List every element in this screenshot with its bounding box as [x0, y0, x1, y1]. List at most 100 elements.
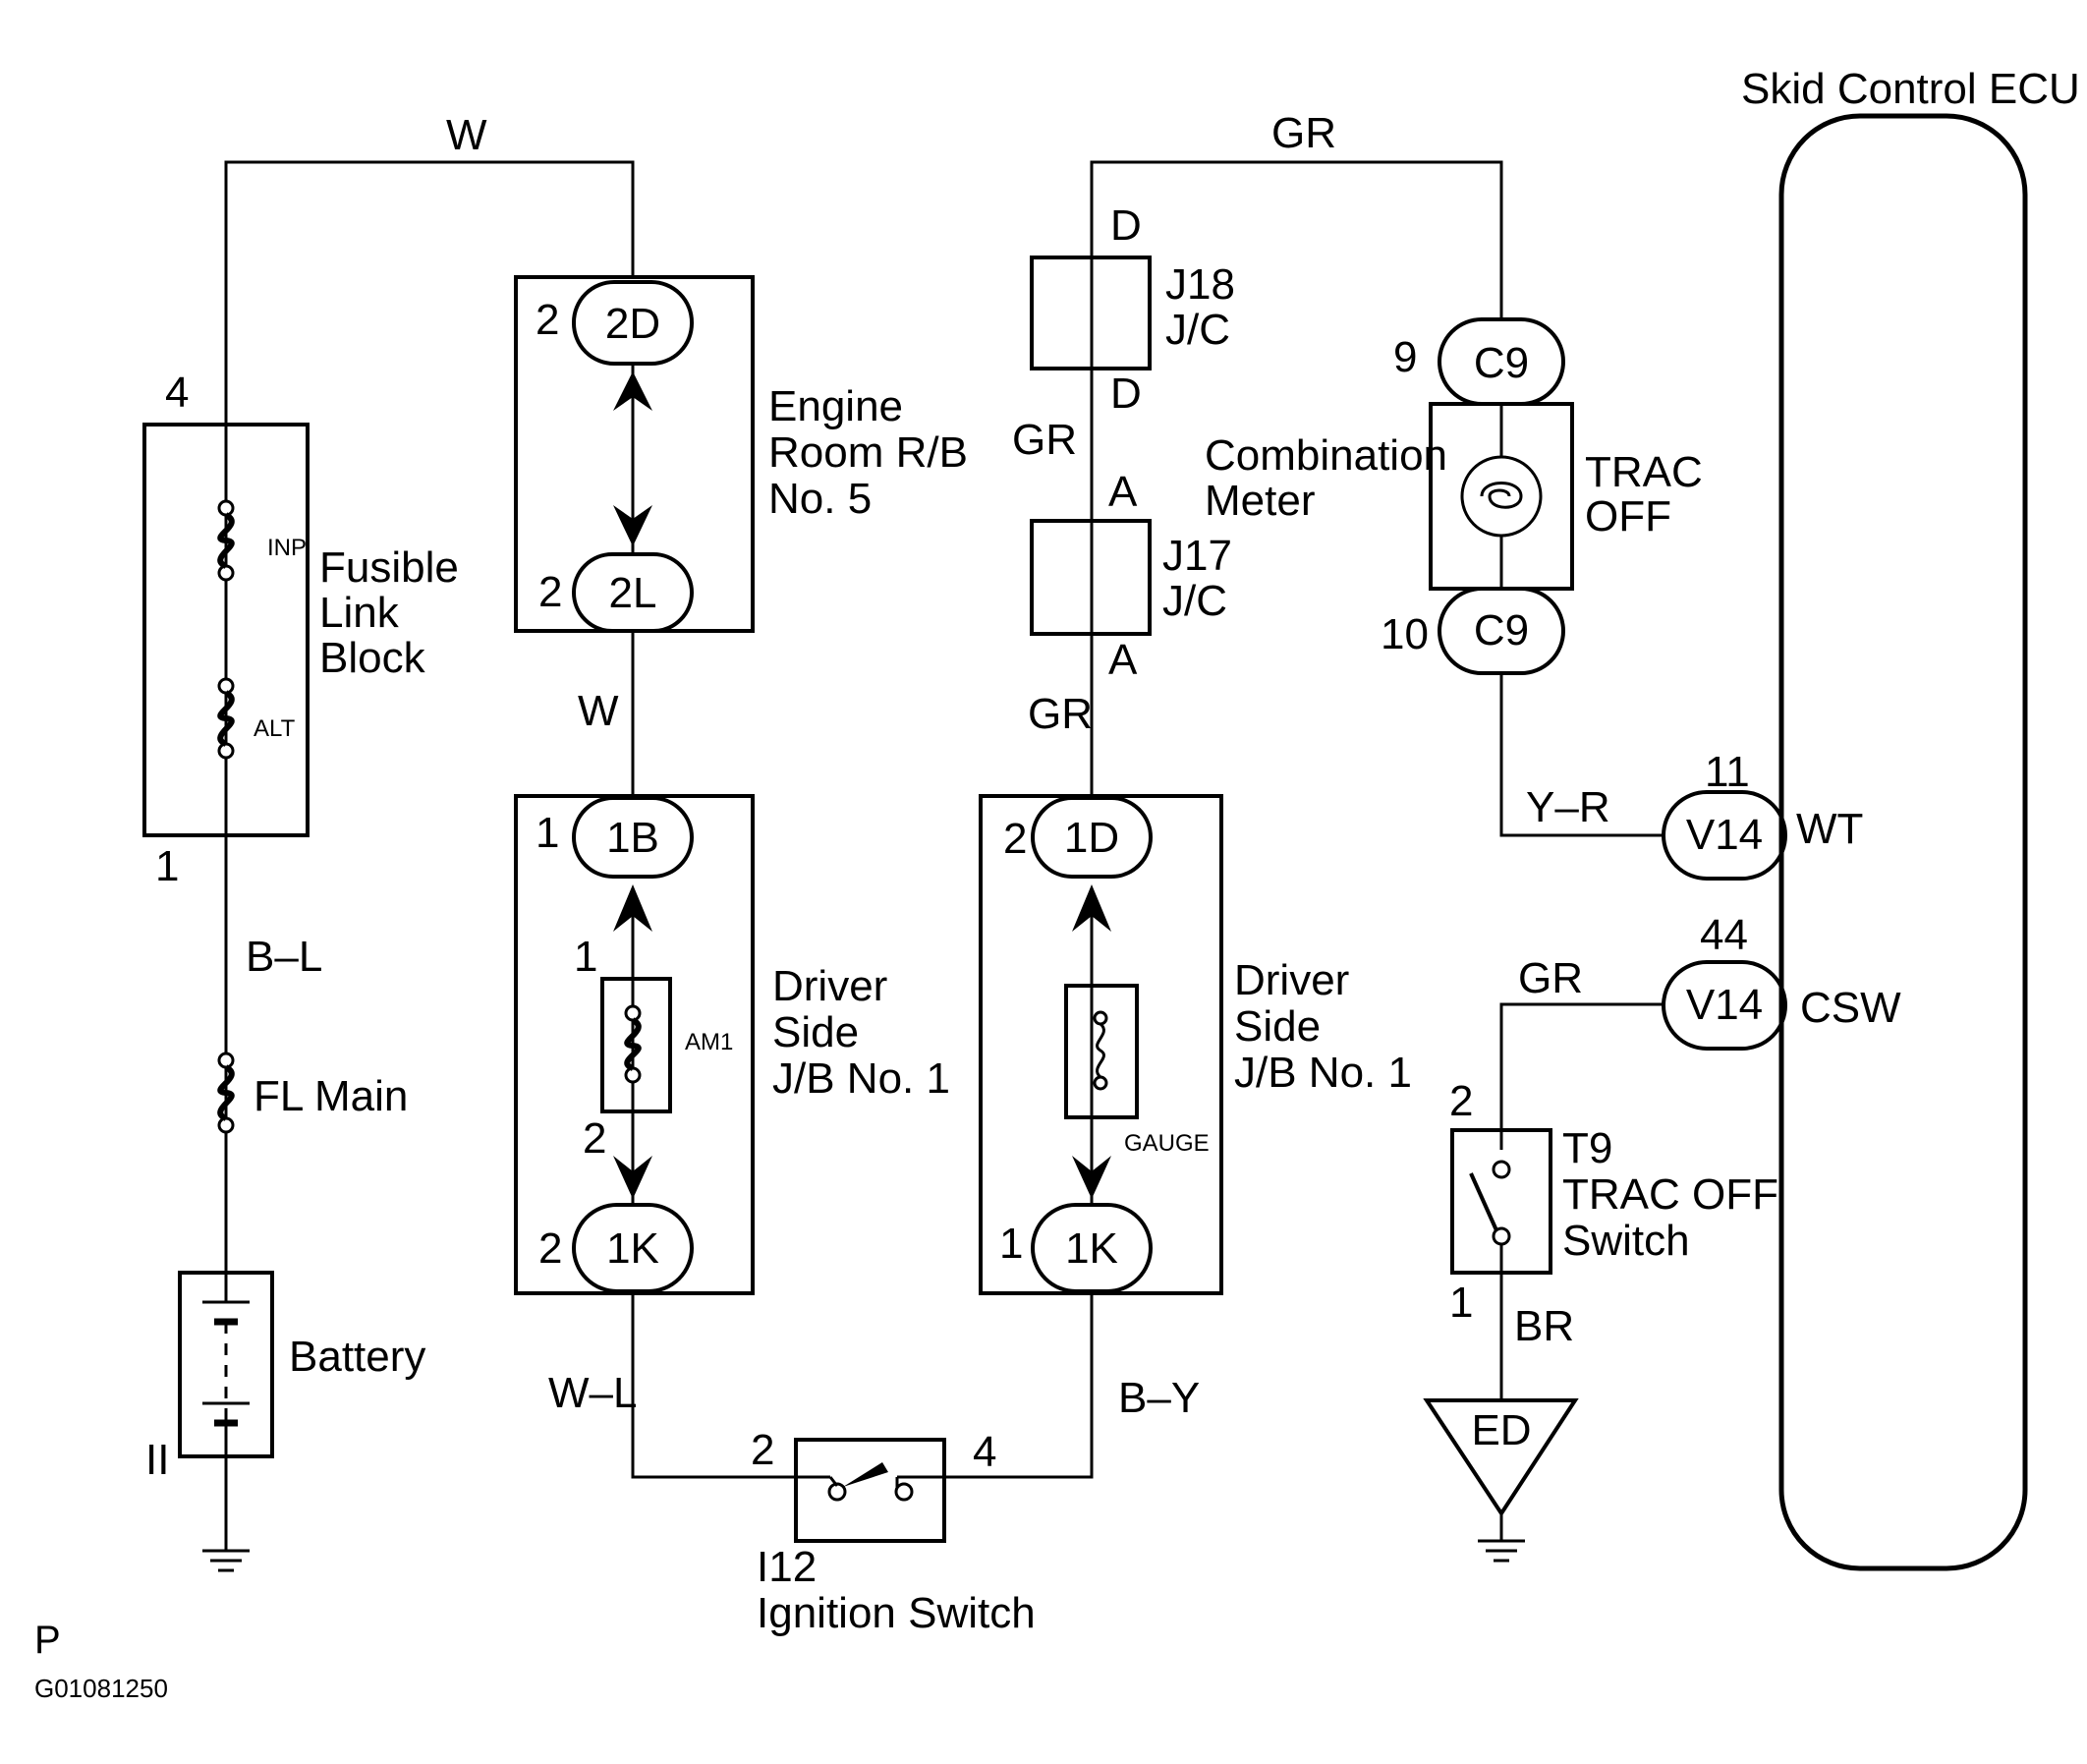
ecu-title: Skid Control ECU — [1741, 65, 2080, 113]
footer-code: G01081250 — [34, 1674, 168, 1703]
connector-1k-right-pin: 1 — [999, 1220, 1023, 1268]
j18-box — [1030, 256, 1152, 370]
fuse-inp-icon — [217, 499, 235, 582]
connector-1d — [1031, 796, 1153, 879]
ground-ed-triangle — [1423, 1398, 1579, 1517]
connector-1k-left — [572, 1203, 694, 1293]
switch-lever-icon — [1469, 1172, 1498, 1231]
fusible-link-box — [142, 423, 310, 837]
ground-icon — [1478, 1539, 1525, 1563]
trac-off-lamp-icon — [1460, 455, 1543, 538]
fuse-inp-label: INP — [267, 535, 307, 561]
footer-p: P — [34, 1619, 61, 1662]
wire-w-l — [631, 1291, 830, 1479]
connector-1d-pin: 2 — [1003, 815, 1027, 863]
connector-1d-label: 1D — [1064, 814, 1119, 862]
arrow-up-icon — [1072, 884, 1111, 932]
trac-off-switch-pin-bottom: 1 — [1449, 1279, 1473, 1327]
wire-label-y-r: Y–R — [1526, 783, 1610, 831]
ecu-pin-wt: WT — [1796, 805, 1863, 853]
wire-label-gr-low: GR — [1028, 690, 1093, 738]
arrow-down-icon — [613, 505, 652, 546]
wire-label-gr-csw: GR — [1518, 954, 1583, 1002]
wire-label-w-l: W–L — [548, 1369, 637, 1417]
fuse-alt-icon — [217, 677, 235, 760]
fusible-pin-bottom: 1 — [155, 842, 179, 890]
connector-v14-wt-pin: 11 — [1705, 748, 1750, 796]
connector-2d-pin: 2 — [536, 296, 559, 344]
wire-label-w-mid: W — [578, 687, 619, 735]
switch-contact-bottom — [1492, 1226, 1511, 1246]
wire-label-w-top: W — [446, 111, 487, 159]
battery: Battery II — [145, 1271, 425, 1484]
ground-battery-icon — [202, 1549, 250, 1572]
wire-label-gr-mid: GR — [1012, 416, 1077, 464]
fusible-pin-top: 4 — [165, 369, 189, 417]
wire-label-b-l: B–L — [246, 933, 322, 981]
arrow-down-icon — [613, 1156, 652, 1199]
connector-v14-csw-pin: 44 — [1700, 911, 1748, 959]
connector-1b-pin: 1 — [536, 809, 559, 857]
ignition-key-icon — [843, 1462, 888, 1487]
wire-b-y — [897, 1291, 1094, 1479]
skid-control-ecu: Skid Control ECU WT CSW — [1741, 65, 2080, 1571]
wire-y-r — [1499, 674, 1664, 837]
gauge-fuse-label: GAUGE — [1124, 1130, 1210, 1157]
j17-pin-bottom: A — [1108, 636, 1138, 684]
connector-c9-bottom — [1438, 587, 1565, 675]
j17-box — [1030, 519, 1152, 636]
arrow-down-icon — [1072, 1156, 1111, 1199]
connector-c9-top-label: C9 — [1474, 339, 1529, 387]
fl-main-fuse-icon — [217, 1052, 235, 1134]
trac-off-switch-box — [1450, 1128, 1552, 1275]
connector-v14-csw-label: V14 — [1686, 981, 1763, 1029]
connector-2l-label: 2L — [609, 569, 657, 617]
ignition-contact-right — [894, 1482, 914, 1502]
arrow-up-icon — [613, 884, 652, 932]
trac-off-switch-pin-top: 2 — [1449, 1077, 1473, 1125]
connector-2l-pin: 2 — [538, 568, 562, 616]
fuse-alt-label: ALT — [254, 715, 296, 742]
ground-ed: ED — [1423, 1398, 1579, 1563]
connector-1k-right — [1031, 1203, 1153, 1293]
wire-gr-chain — [1090, 160, 1503, 827]
connector-c9-bottom-pin: 10 — [1381, 610, 1429, 658]
connector-v14-wt-label: V14 — [1686, 811, 1763, 859]
ignition-pin-left: 2 — [751, 1426, 774, 1474]
ground-ed-label: ED — [1471, 1406, 1531, 1454]
ecu-pin-csw: CSW — [1800, 984, 1901, 1032]
ignition-contact-left — [827, 1482, 847, 1502]
wires — [224, 160, 1664, 1551]
j17-pin-top: A — [1108, 468, 1138, 516]
connector-1k-left-pin: 2 — [538, 1224, 562, 1273]
arrow-up-icon — [613, 371, 652, 411]
am1-fuse-box — [600, 977, 672, 1113]
am1-pin-bottom: 2 — [583, 1114, 606, 1163]
connector-c9-bottom-label: C9 — [1474, 606, 1529, 654]
switch-contact-top — [1492, 1160, 1511, 1179]
fl-main-label: FL Main — [254, 1072, 408, 1120]
gauge-fuse-box — [1064, 984, 1139, 1119]
am1-fuse-label: AM1 — [685, 1029, 733, 1055]
connector-2d — [572, 280, 694, 366]
wire-label-gr-top: GR — [1271, 109, 1336, 157]
wire-w-top — [224, 160, 635, 425]
j18-pin-bottom: D — [1110, 370, 1142, 418]
connector-1k-right-label: 1K — [1065, 1224, 1118, 1273]
